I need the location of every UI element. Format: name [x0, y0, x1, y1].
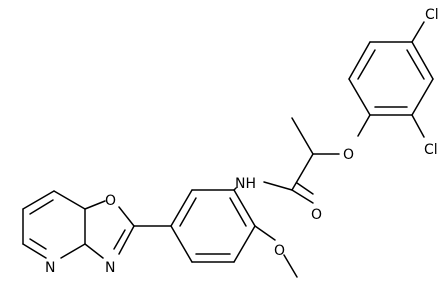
bond — [113, 229, 126, 250]
bond — [233, 189, 256, 227]
bond — [179, 197, 197, 227]
bond — [84, 243, 104, 259]
atom-label-amide-nh: NH — [235, 176, 256, 192]
atom-label-cl-para: Cl — [425, 7, 439, 23]
bond — [296, 182, 314, 195]
atom-label-oxazole-n: N — [105, 260, 115, 276]
bond — [357, 114, 371, 137]
bond — [84, 200, 106, 210]
bonds — [22, 21, 434, 278]
bond — [22, 243, 47, 259]
bond — [406, 49, 425, 80]
atom-label-cl-ortho: Cl — [424, 142, 438, 158]
bond — [254, 225, 276, 241]
bond — [29, 199, 54, 215]
bond — [348, 78, 371, 116]
bond — [357, 49, 376, 80]
atom-label-carbonyl-o: O — [311, 207, 322, 223]
bond — [118, 225, 135, 255]
bond — [291, 117, 314, 155]
bond — [60, 243, 86, 259]
bond — [291, 189, 314, 204]
atom-label-oxazole-o: O — [105, 193, 116, 209]
bond — [229, 197, 247, 227]
bond — [29, 238, 47, 250]
bond — [118, 206, 135, 227]
bond — [411, 21, 425, 43]
bond — [233, 225, 256, 263]
bond — [291, 153, 314, 191]
bond — [411, 41, 434, 80]
atom-label-pyridine-n: N — [45, 260, 55, 276]
bond — [348, 41, 371, 80]
bond — [283, 254, 298, 278]
atom-labels: Cl Cl O O NH O O N N — [45, 7, 439, 276]
bond — [411, 114, 425, 138]
atom-label-ether-o: O — [343, 147, 354, 163]
bond — [22, 190, 55, 210]
bond — [411, 78, 434, 116]
bond — [170, 189, 193, 227]
atom-label-methoxy-o: O — [274, 243, 285, 259]
bond — [170, 225, 193, 263]
bond — [53, 190, 86, 210]
bond — [263, 181, 293, 191]
